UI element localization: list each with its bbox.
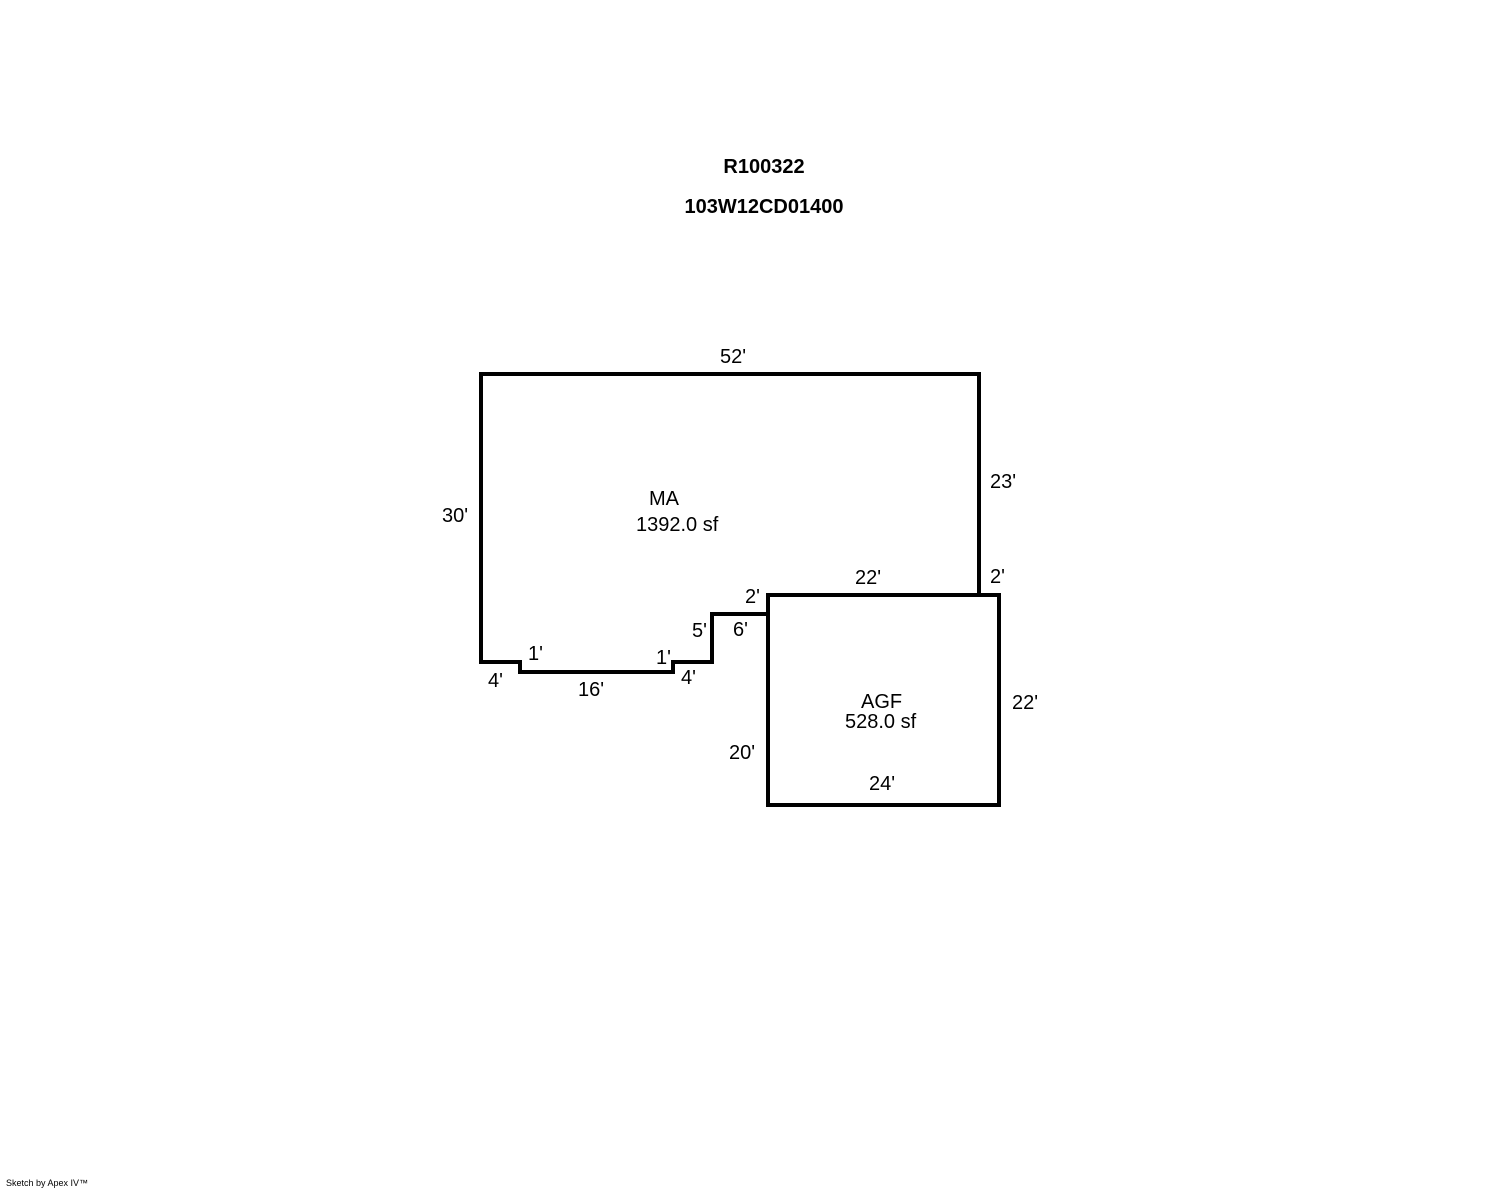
sketch-credit: Sketch by Apex IV™ (6, 1178, 89, 1188)
dim-ma-step-left-rise: 1' (528, 643, 543, 665)
dim-ma-top: 52' (720, 346, 746, 368)
dim-ma-step-right-rise: 1' (656, 647, 671, 669)
garage-area-size: 528.0 sf (845, 711, 917, 733)
dim-ma-step-right-bottom: 4' (681, 667, 696, 689)
dim-agf-left-upper: 6' (733, 619, 748, 641)
main-area-outline (479, 372, 981, 674)
map-number: 103W12CD01400 (684, 196, 844, 218)
main-area-code: MA (649, 488, 680, 510)
dim-ma-left: 30' (442, 505, 468, 527)
dim-ma-right-jog: 2' (990, 566, 1005, 588)
dim-agf-left: 20' (729, 742, 755, 764)
dim-ma-right: 23' (990, 471, 1016, 493)
main-area-size: 1392.0 sf (636, 514, 719, 536)
dim-agf-right: 22' (1012, 692, 1038, 714)
dim-agf-top: 22' (855, 567, 881, 589)
dim-ma-bottom: 16' (578, 679, 604, 701)
dim-agf-bottom: 24' (869, 773, 895, 795)
garage-area-code: AGF (861, 691, 902, 713)
garage-outline (766, 593, 1001, 807)
dim-ma-step-left-bottom: 4' (488, 670, 503, 692)
dim-ma-notch-top: 2' (745, 586, 760, 608)
dim-ma-notch-rise: 5' (692, 620, 707, 642)
parcel-id: R100322 (723, 156, 805, 178)
